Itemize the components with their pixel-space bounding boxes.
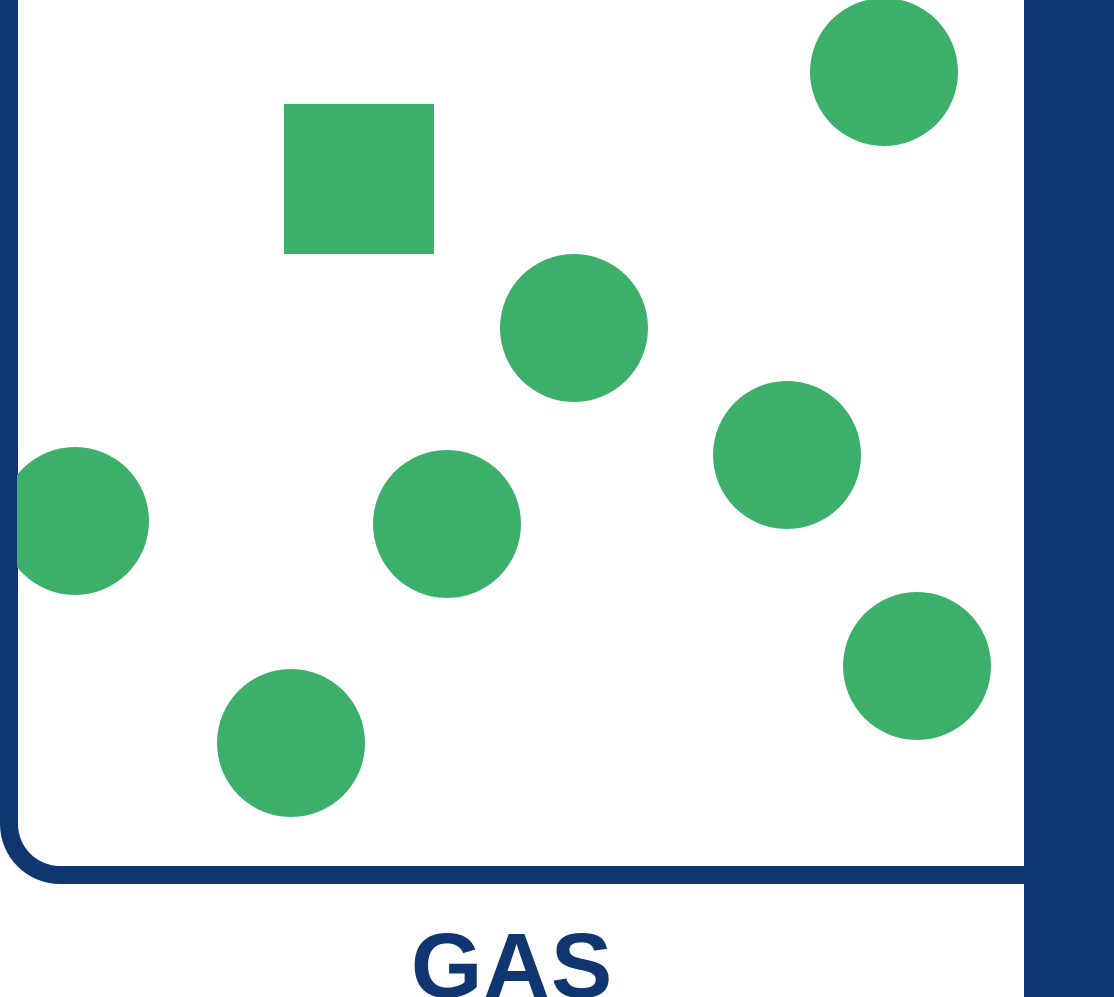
particle-circle-5 bbox=[373, 450, 521, 598]
navy-side-panel bbox=[1024, 0, 1114, 997]
particle-circle-7 bbox=[217, 669, 365, 817]
diagram-caption: GAS bbox=[410, 915, 614, 997]
particle-circle-1 bbox=[810, 0, 958, 146]
particle-circle-3 bbox=[713, 381, 861, 529]
particle-circle-6 bbox=[843, 592, 991, 740]
particle-circle-2 bbox=[500, 254, 648, 402]
particle-circle-4 bbox=[17, 447, 149, 595]
particles-layer bbox=[17, 0, 1024, 866]
particle-square bbox=[284, 104, 434, 254]
